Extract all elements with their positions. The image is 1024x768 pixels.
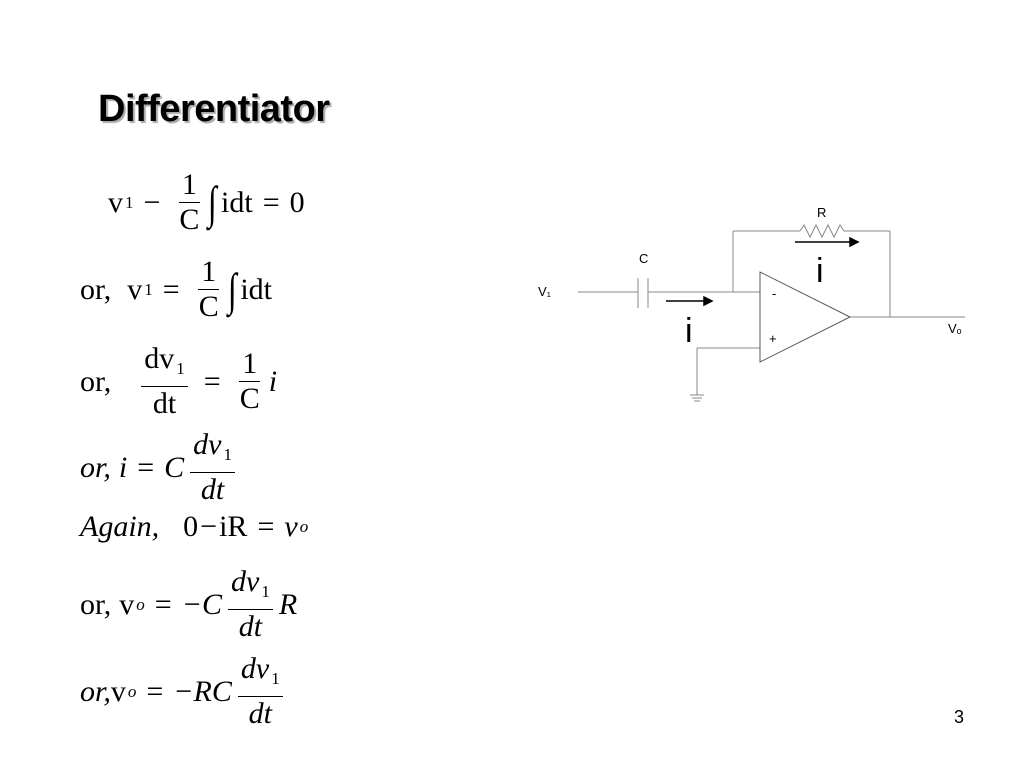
eq5-zero: 0 bbox=[183, 510, 199, 543]
current-label-top: i bbox=[816, 252, 824, 290]
eq2-body: idt bbox=[240, 272, 273, 306]
op-amp-triangle bbox=[759, 271, 852, 363]
eq1-body: idt bbox=[221, 185, 253, 219]
eq7-equals: = bbox=[146, 674, 164, 708]
eq1-minus: − bbox=[143, 185, 161, 219]
eq6-prefix: or, bbox=[80, 587, 112, 621]
eq3-prefix: or, bbox=[80, 364, 112, 398]
current-arrowhead-top bbox=[849, 236, 860, 248]
eq7-negRC: −RC bbox=[173, 674, 232, 708]
eq4-equals: = bbox=[137, 450, 155, 484]
output-voltage-label: Vₒ bbox=[948, 321, 962, 336]
eq1-sub: 1 bbox=[125, 192, 134, 212]
eq1-v: v bbox=[108, 185, 123, 219]
eq4-prefix: or, bbox=[80, 450, 111, 484]
eq2-v: v bbox=[127, 272, 143, 306]
eq6-R: R bbox=[278, 587, 298, 621]
eq6-negC: −C bbox=[181, 587, 222, 621]
eq7-v: v bbox=[110, 674, 126, 708]
eq7-prefix: or, bbox=[80, 674, 111, 708]
capacitor-label: C bbox=[639, 251, 648, 266]
eq4-C: C bbox=[164, 450, 185, 484]
eq5-equals: = bbox=[257, 510, 275, 543]
eq1-rhs: 0 bbox=[289, 185, 305, 219]
eq5-prefix: Again, bbox=[80, 510, 160, 543]
resistor-label: R bbox=[817, 205, 826, 220]
eq3-equals: = bbox=[203, 364, 221, 398]
current-label-bottom: i bbox=[685, 312, 693, 350]
differentiator-circuit-diagram: R C V₁ Vₒ - + i i bbox=[538, 205, 965, 402]
integral-sign: ∫ bbox=[208, 177, 218, 228]
slide-title: Differentiator bbox=[98, 88, 330, 130]
eq4-i: i bbox=[118, 450, 128, 484]
resistor-zigzag bbox=[799, 223, 845, 239]
current-arrowhead-bottom bbox=[703, 295, 714, 307]
eq5-v: v bbox=[284, 510, 298, 543]
noninverting-input-label: + bbox=[769, 331, 777, 346]
inverting-input-label: - bbox=[772, 286, 776, 301]
eq1-equals: = bbox=[262, 185, 280, 219]
eq5-minus: − bbox=[200, 510, 218, 543]
eq2-equals: = bbox=[162, 272, 180, 306]
page-number: 3 bbox=[953, 707, 964, 727]
eq5-iR: iR bbox=[219, 510, 248, 543]
integral-sign: ∫ bbox=[227, 264, 237, 315]
eq6-v: v bbox=[119, 587, 135, 621]
eq6-equals: = bbox=[154, 587, 172, 621]
eq2-prefix: or, bbox=[80, 272, 112, 306]
input-voltage-label: V₁ bbox=[538, 284, 552, 299]
eq3-i: i bbox=[268, 364, 278, 398]
